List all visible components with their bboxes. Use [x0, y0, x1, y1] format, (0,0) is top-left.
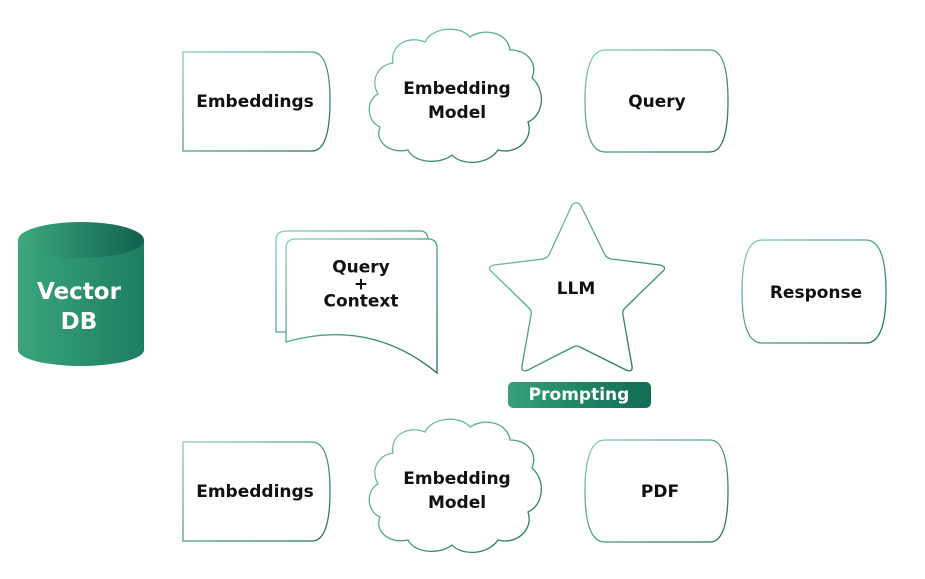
embedding-model-bottom-line1: Embedding: [403, 469, 511, 489]
embeddings-top-shape[interactable]: [182, 51, 331, 152]
vector-db-line1: Vector: [37, 279, 121, 305]
embeddings-bottom-shape[interactable]: [182, 441, 331, 542]
query-shape[interactable]: [584, 49, 729, 153]
embedding-model-top-shape[interactable]: [368, 28, 542, 163]
response-shape[interactable]: [741, 239, 887, 344]
prompting-badge[interactable]: [508, 382, 651, 408]
embedding-model-top-line2: Model: [427, 103, 487, 123]
embeddings-top-label: Embeddings: [196, 92, 314, 112]
vector-db-cylinder[interactable]: [18, 222, 144, 366]
response-label: Response: [769, 283, 863, 303]
query-context-line2: +: [353, 274, 369, 295]
embedding-model-top-line1: Embedding: [403, 79, 511, 99]
prompting-label: Prompting: [528, 385, 630, 405]
pdf-shape[interactable]: [584, 439, 729, 543]
embedding-model-bottom-label: Embedding Model: [403, 467, 510, 515]
embeddings-bottom-label: Embeddings: [196, 482, 314, 502]
pdf-label: PDF: [640, 482, 680, 502]
llm-label: LLM: [556, 279, 596, 299]
vector-db-label: Vector DB: [37, 277, 121, 337]
vector-db-line2: DB: [60, 309, 98, 335]
embedding-model-top-label: Embedding Model: [403, 77, 510, 125]
query-context-line1: Query: [332, 257, 390, 278]
embedding-model-bottom-line2: Model: [427, 493, 487, 513]
query-context-line3: Context: [323, 291, 399, 312]
query-context-shape[interactable]: [275, 230, 438, 375]
query-context-label: Query + Context: [323, 257, 399, 312]
embedding-model-bottom-shape[interactable]: [368, 418, 542, 553]
query-label: Query: [628, 92, 686, 112]
llm-star-shape[interactable]: [488, 202, 666, 372]
